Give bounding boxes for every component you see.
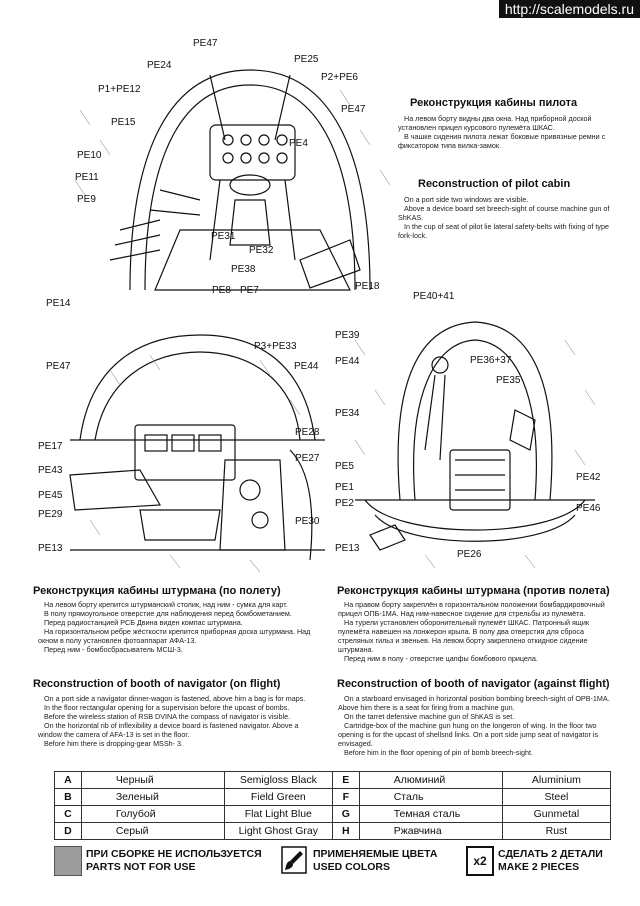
navigator-against-drawing [354, 321, 596, 569]
pilot-text-en: On a port side two windows are visible. … [398, 195, 610, 240]
color-code: D [54, 822, 82, 840]
pilot-label: P1+PE12 [98, 84, 141, 95]
pilot-title-ru: Реконструкция кабины пилота [410, 97, 578, 109]
pilot-label: PE15 [111, 117, 136, 128]
color-name-en: Gunmetal [501, 805, 612, 823]
pilot-label: PE8 [212, 285, 231, 296]
watermark: http://scalemodels.ru [498, 0, 640, 18]
pilot-label: PE32 [249, 245, 274, 256]
pilot-label: PE10 [77, 150, 102, 161]
pilot-cabin-drawing [74, 69, 391, 291]
nav-flight-label: PE13 [38, 543, 63, 554]
color-row: C Голубой Flat Light Blue G Темная сталь… [54, 805, 612, 823]
nav-flight-label: PE43 [38, 465, 63, 476]
color-name-ru: Алюминий [358, 771, 503, 789]
nav-against-label: PE34 [335, 408, 360, 419]
color-code: C [54, 805, 82, 823]
color-code: F [331, 788, 360, 806]
pilot-label: PE18 [355, 281, 380, 292]
pilot-label: PE7 [240, 285, 259, 296]
nav-against-label: PE39 [335, 330, 360, 341]
used-colors-legend: ПРИМЕНЯЕМЫЕ ЦВЕТА USED COLORS [313, 848, 438, 873]
color-name-en: Field Green [223, 788, 333, 806]
pilot-label: PE47 [341, 104, 366, 115]
color-row: B Зеленый Field Green F Сталь Steel [54, 788, 612, 806]
nav-against-title-ru: Реконструкция кабины штурмана (против по… [337, 585, 610, 597]
color-name-ru: Серый [80, 822, 225, 840]
color-row: A Черный Semigloss Black E Алюминий Alum… [54, 771, 612, 789]
nav-flight-label: PE28 [295, 427, 320, 438]
color-name-en: Light Ghost Gray [223, 822, 333, 840]
color-code: B [54, 788, 82, 806]
color-name-en: Steel [501, 788, 612, 806]
pilot-label: P2+PE6 [321, 72, 358, 83]
nav-against-label: PE36+37 [470, 355, 512, 366]
color-name-ru: Зеленый [80, 788, 225, 806]
make-2-pieces-legend: СДЕЛАТЬ 2 ДЕТАЛИ MAKE 2 PIECES [498, 848, 603, 873]
x2-badge: x2 [466, 846, 494, 876]
nav-flight-title-ru: Реконструкция кабины штурмана (по полету… [33, 585, 281, 597]
pilot-label: PE11 [75, 172, 99, 183]
navigator-flight-drawing [69, 334, 325, 573]
color-name-ru: Голубой [80, 805, 225, 823]
pilot-title-en: Reconstruction of pilot cabin [418, 178, 571, 190]
color-name-ru: Темная сталь [358, 805, 503, 823]
nav-flight-label: PE30 [295, 516, 320, 527]
nav-against-text-ru: На правом борту закреплён в горизонтальн… [338, 600, 605, 663]
nav-against-label: PE40+41 [413, 291, 455, 302]
nav-against-label: PE44 [335, 356, 360, 367]
color-name-ru: Ржавчина [358, 822, 503, 840]
nav-against-label: PE42 [576, 472, 601, 483]
nav-against-label: PE35 [496, 375, 521, 386]
pilot-label: PE24 [147, 60, 172, 71]
color-code: H [331, 822, 360, 840]
nav-against-label: PE13 [335, 543, 360, 554]
nav-flight-label: PE17 [38, 441, 63, 452]
nav-flight-label: PE47 [46, 361, 71, 372]
nav-against-label: PE46 [576, 503, 601, 514]
parts-not-for-use-legend: ПРИ СБОРКЕ НЕ ИСПОЛЬЗУЕТСЯ PARTS NOT FOR… [86, 848, 262, 873]
nav-flight-title-en: Reconstruction of booth of navigator (on… [33, 678, 281, 690]
pilot-label: PE25 [294, 54, 319, 65]
nav-against-text-en: On a starboard envisaged in horizontal p… [338, 694, 610, 757]
nav-against-label: PE2 [335, 498, 354, 509]
nav-against-label: PE26 [457, 549, 482, 560]
pilot-label: PE9 [77, 194, 96, 205]
nav-flight-text-ru: На левом борту крепится штурманский стол… [38, 600, 311, 654]
color-name-en: Flat Light Blue [223, 805, 333, 823]
nav-flight-label: P3+PE33 [254, 341, 297, 352]
pilot-label: PE31 [211, 231, 236, 242]
color-table: A Черный Semigloss Black E Алюминий Alum… [54, 771, 612, 840]
color-name-en: Semigloss Black [223, 771, 333, 789]
nav-against-label: PE5 [335, 461, 354, 472]
parts-not-for-use-swatch [54, 846, 82, 876]
color-name-en: Aluminium [501, 771, 612, 789]
nav-flight-label: PE27 [295, 453, 320, 464]
pilot-text-ru: На левом борту видны два окна. Над прибо… [398, 114, 606, 150]
nav-flight-label: PE45 [38, 490, 63, 501]
paint-brush-icon [281, 846, 307, 874]
nav-flight-label: PE29 [38, 509, 63, 520]
color-code: G [331, 805, 360, 823]
pilot-label: PE38 [231, 264, 256, 275]
color-name-ru: Сталь [358, 788, 503, 806]
color-name-en: Rust [501, 822, 612, 840]
pilot-label: PE47 [193, 38, 218, 49]
nav-flight-label: PE44 [294, 361, 319, 372]
nav-against-title-en: Reconstruction of booth of navigator (ag… [337, 678, 610, 690]
pilot-label: PE4 [289, 138, 308, 149]
color-name-ru: Черный [80, 771, 225, 789]
color-code: E [331, 771, 360, 789]
nav-against-label: PE1 [335, 482, 354, 493]
color-row: D Серый Light Ghost Gray H Ржавчина Rust [54, 822, 612, 840]
color-code: A [54, 771, 82, 789]
nav-flight-label: PE14 [46, 298, 71, 309]
nav-flight-text-en: On a port side a navigator dinner-wagon … [38, 694, 306, 748]
